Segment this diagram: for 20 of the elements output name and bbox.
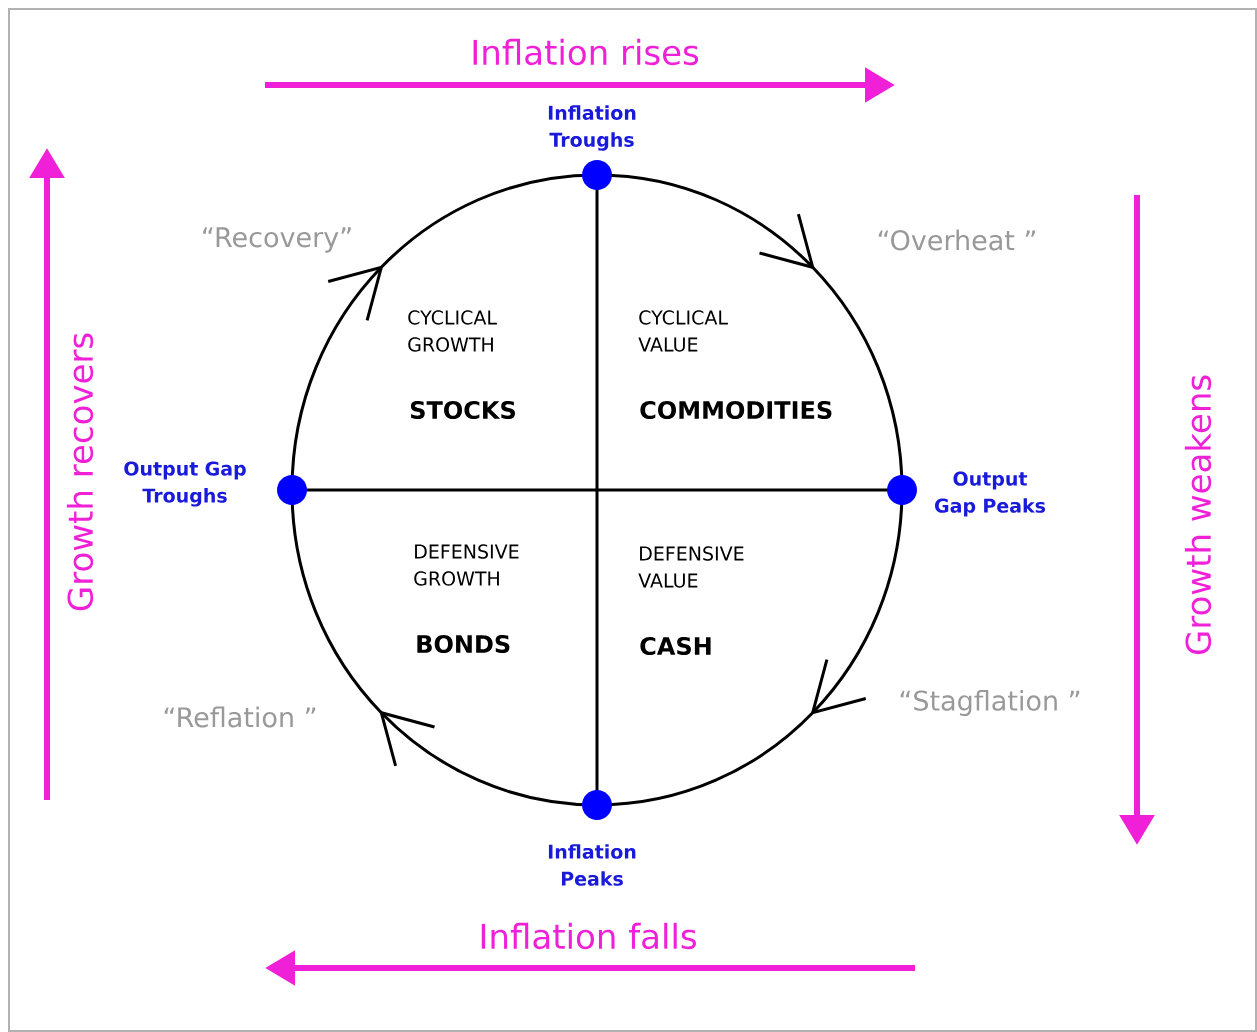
phase-label: “Stagflation ” bbox=[900, 689, 1080, 717]
arrow-label: Growth recovers bbox=[66, 333, 94, 611]
phase-label: “Reflation ” bbox=[164, 706, 316, 728]
asset-label: CASH bbox=[640, 636, 711, 656]
quadrant-label: DEFENSIVE GROWTH bbox=[414, 544, 519, 586]
asset-label: STOCKS bbox=[410, 400, 515, 420]
phase-label: “Recovery” bbox=[203, 227, 351, 253]
point-label: Inflation Peaks bbox=[548, 844, 636, 886]
arrow-label: Inflation falls bbox=[481, 922, 696, 950]
quadrant-label: CYCLICAL VALUE bbox=[638, 310, 728, 352]
phase-label: “Overheat ” bbox=[878, 229, 1035, 251]
quadrant-label: CYCLICAL GROWTH bbox=[408, 310, 497, 352]
asset-label: COMMODITIES bbox=[640, 400, 832, 420]
quadrant-label: DEFENSIVE VALUE bbox=[638, 546, 744, 588]
arrow-label: Growth weakens bbox=[1184, 375, 1212, 655]
asset-label: BONDS bbox=[417, 634, 510, 654]
point-label: Inflation Troughs bbox=[548, 105, 636, 151]
point-label: Output Gap Peaks bbox=[935, 471, 1046, 517]
arrow-label: Inflation rises bbox=[473, 38, 699, 66]
point-label: Output Gap Troughs bbox=[124, 461, 246, 507]
